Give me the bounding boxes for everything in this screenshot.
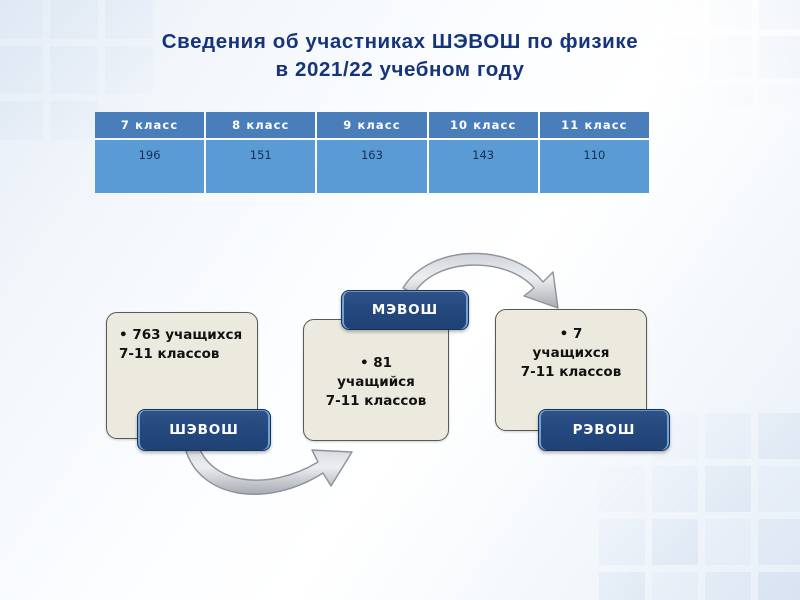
- table-header-cell: 8 класс: [206, 112, 316, 138]
- table-cell-value: 110: [539, 140, 649, 193]
- table-cell-value: 143: [428, 140, 538, 193]
- table-header-cell: 7 класс: [95, 112, 205, 138]
- arrow-shevosh-to-mevosh-icon: [184, 443, 353, 495]
- grade-counts-table: 7 класс 8 класс 9 класс 10 класс 11 клас…: [93, 110, 651, 195]
- table-header-cell: 9 класс: [317, 112, 427, 138]
- table-row: 196 151 163 143 110: [95, 140, 649, 193]
- stage-panel-mevosh: • 81 учащийся 7-11 классов: [303, 319, 449, 441]
- table-cell-value: 163: [317, 140, 427, 193]
- table-cell-value: 196: [95, 140, 205, 193]
- table-header-row: 7 класс 8 класс 9 класс 10 класс 11 клас…: [95, 112, 649, 138]
- table-header-cell: 10 класс: [428, 112, 538, 138]
- slide-title: Сведения об участниках ШЭВОШ по физике в…: [161, 30, 639, 81]
- stage-label-mevosh[interactable]: МЭВОШ: [341, 290, 469, 330]
- stage-label-shevosh[interactable]: ШЭВОШ: [137, 409, 271, 451]
- table-cell-value: 151: [206, 140, 316, 193]
- arrow-mevosh-to-revosh-icon: [402, 252, 559, 309]
- table-header-cell: 11 класс: [539, 112, 649, 138]
- stage-label-revosh[interactable]: РЭВОШ: [538, 409, 670, 451]
